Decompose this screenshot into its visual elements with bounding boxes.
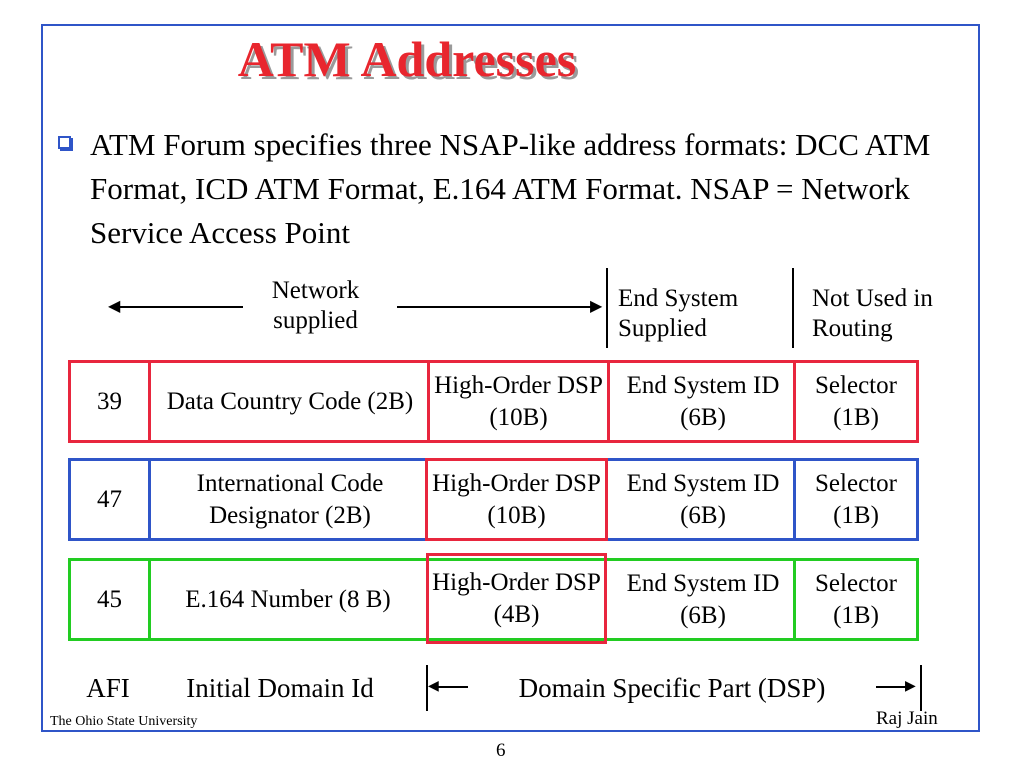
row3-afi: 45: [97, 585, 122, 613]
row2-esi: End System ID (6B): [626, 469, 780, 529]
row3-selector: Selector (1B): [815, 569, 897, 629]
row1-afi: 39: [97, 387, 122, 415]
divider-end-notused: [792, 268, 794, 348]
row2-ho-dsp: High-Order DSP (10B): [425, 458, 608, 541]
row2-idi: International Code Designator (2B): [196, 469, 384, 529]
row1-idi: Data Country Code (2B): [166, 387, 414, 415]
slide-frame: [41, 24, 980, 732]
dsp-arrow-left-line: [438, 686, 468, 688]
dsp-arrow-left-icon: ◀: [428, 679, 439, 694]
not-used-caption: Not Used in Routing: [812, 285, 933, 342]
footer-university: The Ohio State University: [50, 714, 198, 729]
idi-label: Initial Domain Id: [186, 673, 374, 703]
row1-separator: [148, 363, 151, 440]
dsp-left-divider: [426, 665, 428, 711]
row1-separator: [427, 363, 430, 440]
bullet-square-icon: [58, 136, 71, 149]
row1-separator: [793, 363, 796, 440]
e164-format-row: 45 E.164 Number (8 B) End System ID (6B)…: [68, 558, 919, 641]
row1-separator: [607, 363, 610, 440]
row1-esi: End System ID (6B): [626, 371, 780, 431]
row2-separator: [148, 461, 151, 538]
dsp-arrow-right-line: [876, 686, 906, 688]
dsp-right-divider: [920, 665, 922, 711]
slide-title: ATM Addresses: [237, 31, 577, 87]
page-number: 6: [496, 740, 506, 761]
row3-ho-dsp: High-Order DSP (4B): [426, 553, 607, 644]
footer-author: Raj Jain: [876, 708, 938, 729]
network-arrow-right-icon: ▶: [590, 298, 603, 315]
bullet-text: ATM Forum specifies three NSAP-like addr…: [90, 127, 931, 250]
afi-label: AFI: [86, 673, 130, 703]
end-system-caption: End System Supplied: [618, 285, 739, 342]
network-arrow-left-line: [118, 306, 243, 308]
dsp-arrow-right-icon: ▶: [905, 679, 916, 694]
divider-network-end: [606, 268, 608, 348]
network-arrow-left-icon: ◀: [108, 298, 121, 315]
icd-format-row: 47 International Code Designator (2B) En…: [68, 458, 919, 541]
network-supplied-caption: Network supplied: [271, 277, 360, 334]
row2-separator: [793, 461, 796, 538]
dsp-label: Domain Specific Part (DSP): [518, 673, 826, 703]
row1-selector: Selector (1B): [815, 371, 897, 431]
row1-ho-dsp: High-Order DSP (10B): [434, 371, 603, 431]
row2-selector: Selector (1B): [815, 469, 897, 529]
dcc-format-row: 39 Data Country Code (2B) High-Order DSP…: [68, 360, 919, 443]
row3-separator: [793, 561, 796, 638]
network-arrow-right-line: [397, 306, 592, 308]
row3-separator: [148, 561, 151, 638]
row2-afi: 47: [97, 485, 122, 513]
row3-idi: E.164 Number (8 B): [185, 585, 391, 613]
row3-esi: End System ID (6B): [626, 569, 780, 629]
